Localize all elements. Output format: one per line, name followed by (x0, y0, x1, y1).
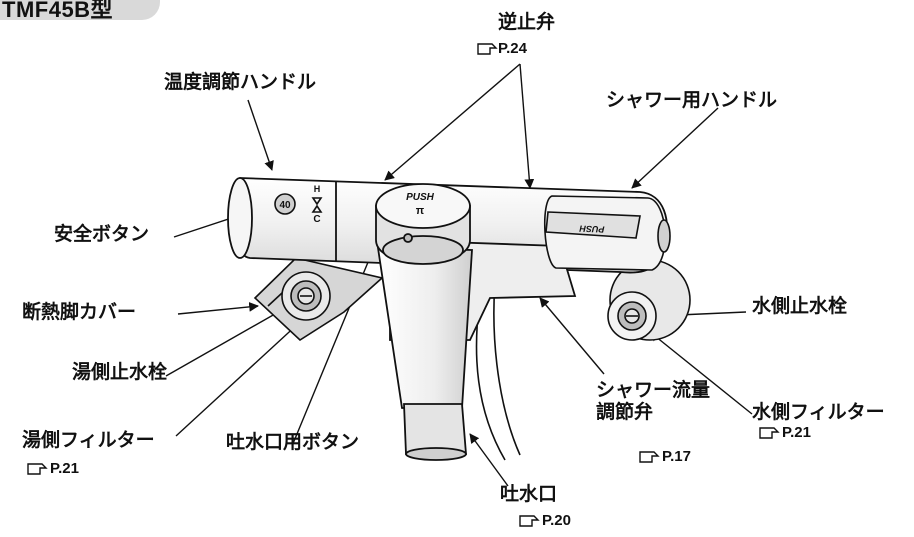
label-temp-handle: 温度調節ハンドル (164, 71, 317, 93)
label-insulation-cover: 断熱脚カバー (22, 301, 137, 323)
ref-spout: P.20 (542, 512, 571, 529)
ref-shower-flow-valve: P.17 (662, 448, 691, 465)
ref-hot-filter: P.21 (50, 460, 79, 477)
label-shower-flow-valve-line2: 調節弁 (596, 400, 654, 423)
ref-shower-flow-valve-text: P.17 (662, 448, 691, 465)
label-spout-button: 吐水口用ボタン (226, 431, 360, 453)
dial-c-label: C (313, 214, 320, 225)
dial-h-label: H (314, 184, 321, 194)
ref-check-valve-text: P.24 (498, 40, 527, 57)
label-shower-flow-valve: シャワー流量 調節弁 (596, 379, 711, 424)
ref-hand-icons (27, 43, 780, 527)
ref-water-filter-text: P.21 (782, 424, 811, 441)
model-tag: TMF45B型 (0, 0, 160, 22)
safety-button: 40 H C (274, 184, 323, 225)
ref-hot-filter-text: P.21 (50, 460, 79, 477)
spout-body (376, 247, 473, 461)
label-hot-stop-cock: 湯側止水栓 (72, 361, 168, 383)
push-side-label: PUSH (579, 224, 605, 235)
water-stop-cock (607, 259, 691, 341)
label-shower-flow-valve-line1: シャワー流量 (596, 379, 711, 401)
label-spout: 吐水口 (500, 483, 558, 505)
svg-text:π: π (416, 205, 425, 217)
label-shower-handle: シャワー用ハンドル (606, 89, 778, 111)
label-check-valve: 逆止弁 (498, 11, 556, 33)
push-top-label: PUSH (406, 192, 435, 203)
hot-stop-cock (281, 271, 331, 321)
ref-check-valve: P.24 (498, 40, 527, 57)
ref-spout-text: P.20 (542, 512, 571, 529)
label-water-filter: 水側フィルター (752, 401, 885, 423)
push-button-cap: PUSH π (375, 183, 471, 265)
dial-40-label: 40 (279, 200, 291, 211)
model-tag-text: TMF45B型 (2, 0, 114, 22)
label-hot-filter: 湯側フィルター (22, 429, 155, 451)
shower-handle: PUSH (543, 195, 671, 271)
label-water-stop-cock: 水側止水栓 (752, 295, 848, 317)
ref-water-filter: P.21 (782, 424, 811, 441)
label-safety-button: 安全ボタン (54, 223, 150, 245)
